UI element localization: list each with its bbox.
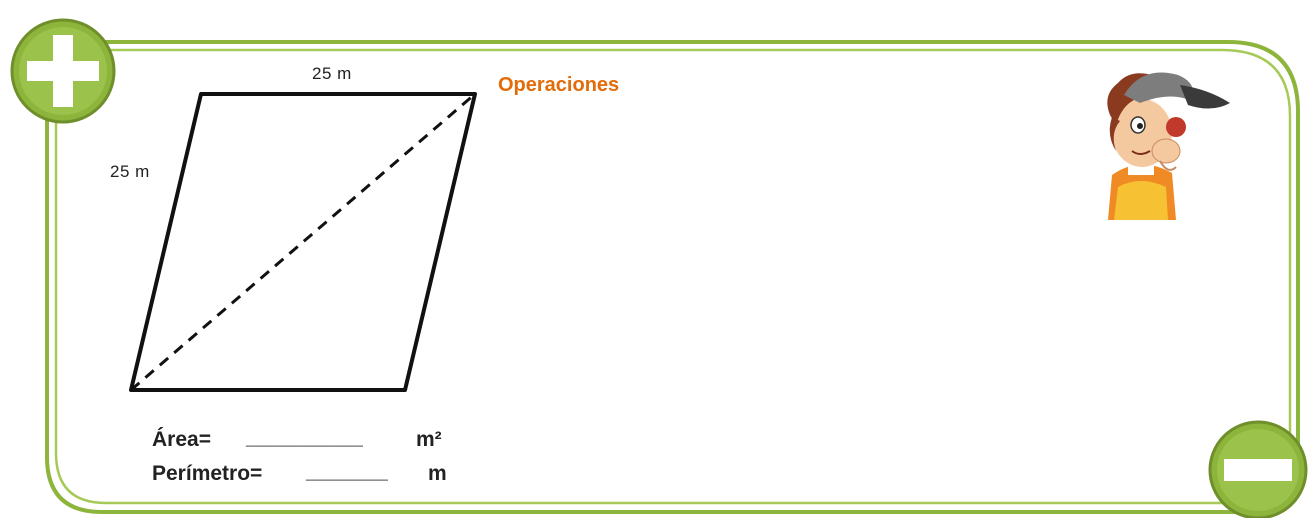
- minus-button[interactable]: [1206, 418, 1310, 520]
- area-blank[interactable]: __________: [246, 426, 363, 449]
- rhombus-outline: [129, 92, 477, 392]
- perimeter-label: Perímetro=: [152, 462, 263, 485]
- operations-title: Operaciones: [498, 74, 620, 96]
- area-unit: m²: [416, 428, 442, 451]
- top-side-label: 25 m: [312, 64, 352, 83]
- plus-button[interactable]: [9, 17, 117, 125]
- area-label: Área=: [152, 428, 211, 451]
- perimeter-blank[interactable]: _______: [306, 460, 388, 483]
- rhombus-diagonal: [130, 92, 476, 392]
- left-side-label: 25 m: [110, 162, 150, 181]
- plus-icon: [10, 18, 116, 124]
- minus-icon: [1208, 420, 1308, 520]
- perimeter-unit: m: [428, 462, 447, 485]
- cartoon-boy-thinking-icon: [1107, 72, 1230, 220]
